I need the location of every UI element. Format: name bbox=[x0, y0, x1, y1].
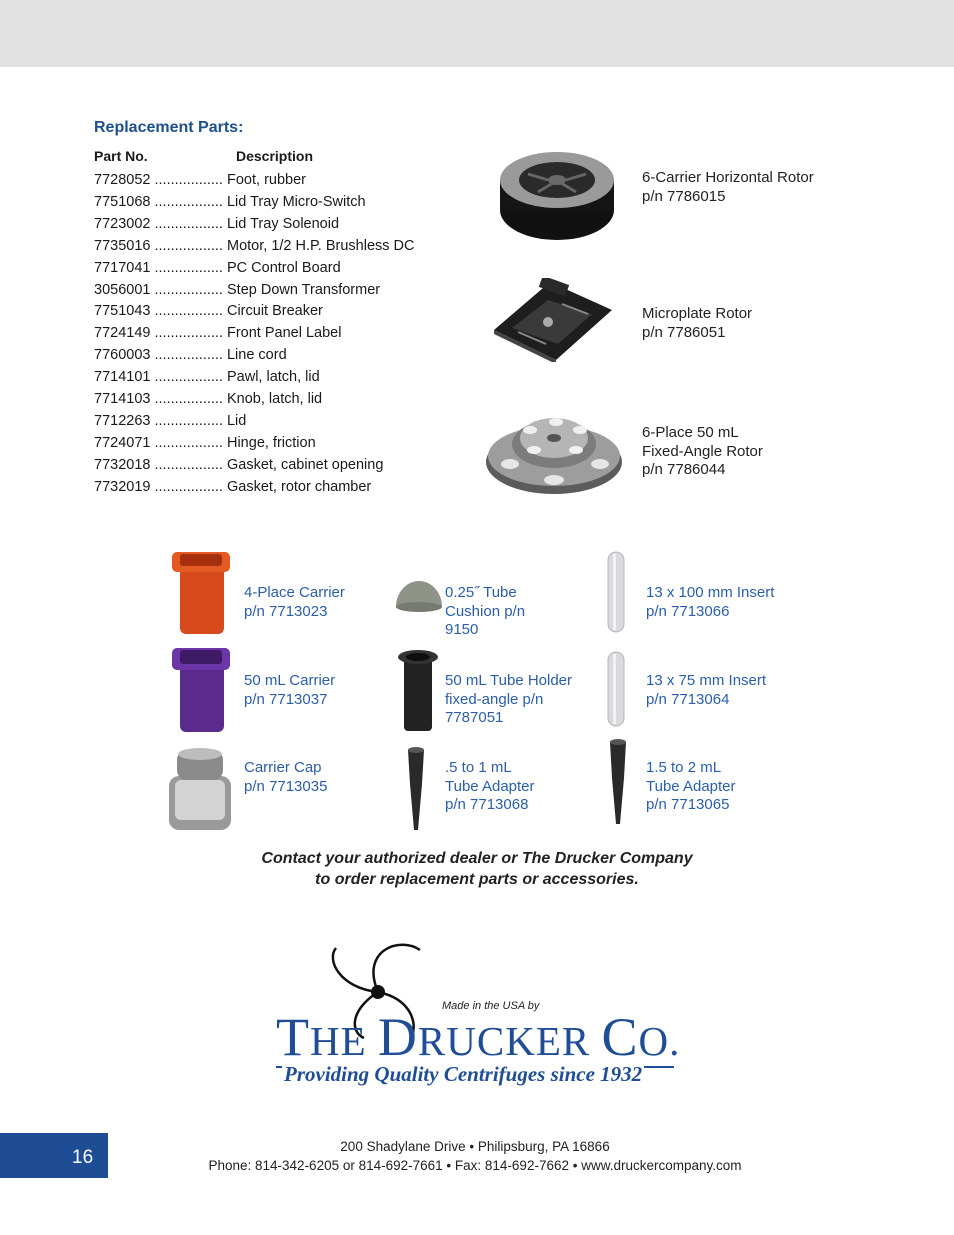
made-in-usa: Made in the USA by bbox=[442, 1000, 540, 1012]
parts-row: 7714103 ................. Knob, latch, l… bbox=[94, 391, 323, 408]
accessory-caption-line: fixed-angle p/n bbox=[445, 690, 544, 708]
accessory-caption-line: p/n 7713065 bbox=[646, 796, 730, 813]
rotor-caption-line: 6-Place 50 mL bbox=[642, 424, 739, 441]
accessory-caption: 0.25˝ Tube Cushion p/n 9150 bbox=[445, 584, 525, 640]
accessory-caption-line: Tube Adapter bbox=[445, 777, 535, 795]
orange-carrier-image bbox=[172, 552, 230, 634]
accessory-caption: Carrier Cap p/n 7713035 bbox=[244, 759, 327, 796]
contact-line: Contact your authorized dealer or The Dr… bbox=[261, 850, 693, 867]
accessory-caption-line: p/n 7713023 bbox=[244, 602, 328, 620]
parts-list: 7728052 ................. Foot, rubber 7… bbox=[94, 170, 415, 499]
accessory-caption-line: .5 to 1 mL bbox=[445, 759, 512, 776]
drucker-logo: Made in the USA by THE DRUCKER CO. Provi… bbox=[270, 938, 690, 1088]
accessory-caption-line: 1.5 to 2 mL bbox=[646, 759, 722, 776]
footer-contact-line: Phone: 814-342-6205 or 814-692-7661 • Fa… bbox=[208, 1158, 742, 1173]
accessory-caption-line: p/n 7713066 bbox=[646, 602, 730, 620]
rotor-caption-line: p/n 7786015 bbox=[642, 187, 726, 205]
accessory-caption-line: p/n 7713037 bbox=[244, 690, 328, 708]
accessory-caption-line: 7787051 bbox=[445, 709, 504, 726]
company-name-part: D bbox=[377, 1007, 418, 1067]
swirl-logo-icon bbox=[331, 943, 421, 1040]
page-number: 16 bbox=[72, 1147, 94, 1168]
horizontal-rotor-image bbox=[500, 152, 614, 240]
tube-adapter-05-image bbox=[408, 747, 424, 830]
rotor-caption-line: p/n 7786051 bbox=[642, 323, 726, 341]
parts-row: 7751043 ................. Circuit Breake… bbox=[94, 303, 323, 320]
fixed-angle-rotor-caption: 6-Place 50 mL Fixed-Angle Rotor p/n 7786… bbox=[642, 424, 763, 480]
tube-adapter-15-image bbox=[610, 739, 626, 824]
contact-notice: Contact your authorized dealer or The Dr… bbox=[0, 848, 954, 890]
company-name-part: HE bbox=[310, 1018, 378, 1064]
accessory-caption-line: 50 mL Carrier bbox=[244, 672, 336, 689]
microplate-rotor-image bbox=[494, 278, 612, 362]
insert-100mm-image bbox=[607, 551, 625, 633]
header-band bbox=[0, 0, 954, 67]
page-number-box: 16 bbox=[0, 1133, 108, 1178]
parts-row: 3056001 ................. Step Down Tran… bbox=[94, 281, 381, 298]
parts-row: 7735016 ................. Motor, 1/2 H.P… bbox=[94, 237, 415, 254]
parts-row: 7751068 ................. Lid Tray Micro… bbox=[94, 193, 366, 210]
parts-row: 7714101 ................. Pawl, latch, l… bbox=[94, 369, 320, 386]
accessory-caption: 1.5 to 2 mL Tube Adapter p/n 7713065 bbox=[646, 759, 736, 815]
accessory-caption: 13 x 75 mm Insert p/n 7713064 bbox=[646, 672, 766, 709]
contact-line: to order replacement parts or accessorie… bbox=[315, 871, 639, 888]
footer-address-line: 200 Shadylane Drive • Philipsburg, PA 16… bbox=[340, 1139, 610, 1154]
replacement-parts-title: Replacement Parts: bbox=[94, 119, 244, 136]
company-name: THE DRUCKER CO. bbox=[276, 1006, 680, 1068]
accessory-caption-line: 13 x 75 mm Insert bbox=[646, 672, 767, 689]
description-header: Description bbox=[236, 148, 314, 164]
horizontal-rotor-caption: 6-Carrier Horizontal Rotor p/n 7786015 bbox=[642, 169, 814, 206]
parts-row: 7728052 ................. Foot, rubber bbox=[94, 172, 306, 188]
parts-row: 7724071 ................. Hinge, frictio… bbox=[94, 434, 316, 451]
tube-cushion-image bbox=[396, 581, 442, 612]
accessory-caption-line: 50 mL Tube Holder bbox=[445, 672, 573, 689]
accessory-caption: 50 mL Carrier p/n 7713037 bbox=[244, 672, 335, 709]
footer-address: 200 Shadylane Drive • Philipsburg, PA 16… bbox=[150, 1137, 800, 1175]
accessory-caption: .5 to 1 mL Tube Adapter p/n 7713068 bbox=[445, 759, 535, 815]
accessory-caption: 4-Place Carrier p/n 7713023 bbox=[244, 584, 345, 621]
accessory-caption-line: 0.25˝ Tube bbox=[445, 584, 517, 601]
accessory-caption-line: 13 x 100 mm Insert bbox=[646, 584, 775, 601]
fixed-angle-rotor-image bbox=[486, 418, 622, 494]
accessory-caption-line: 9150 bbox=[445, 621, 479, 638]
accessory-caption-line: Carrier Cap bbox=[244, 759, 322, 776]
company-name-part: O. bbox=[638, 1018, 681, 1064]
company-name-part: C bbox=[601, 1007, 639, 1067]
parts-row: 7717041 ................. PC Control Boa… bbox=[94, 259, 341, 276]
rotor-caption-line: p/n 7786044 bbox=[642, 461, 726, 478]
parts-row: 7712263 ................. Lid bbox=[94, 412, 247, 429]
accessory-caption-line: Cushion p/n bbox=[445, 602, 526, 620]
accessory-caption: 50 mL Tube Holder fixed-angle p/n 778705… bbox=[445, 672, 572, 728]
purple-carrier-image bbox=[172, 648, 230, 732]
rotor-caption-line: 6-Carrier Horizontal Rotor bbox=[642, 169, 814, 186]
rotor-caption-line: Fixed-Angle Rotor bbox=[642, 442, 763, 460]
part-no-header: Part No. bbox=[94, 148, 148, 164]
company-tagline: Providing Quality Centrifuges since 1932 bbox=[282, 1062, 645, 1087]
company-name-part: T bbox=[276, 1007, 310, 1067]
insert-75mm-image bbox=[607, 651, 625, 727]
accessory-caption-line: p/n 7713035 bbox=[244, 777, 328, 795]
carrier-cap-image bbox=[169, 748, 231, 830]
accessory-caption-line: Tube Adapter bbox=[646, 777, 736, 795]
parts-row: 7760003 ................. Line cord bbox=[94, 347, 287, 364]
parts-row: 7724149 ................. Front Panel La… bbox=[94, 325, 342, 342]
accessory-caption-line: p/n 7713068 bbox=[445, 796, 529, 813]
microplate-rotor-caption: Microplate Rotor p/n 7786051 bbox=[642, 305, 752, 342]
parts-row: 7732019 ................. Gasket, rotor … bbox=[94, 478, 372, 495]
parts-row: 7723002 ................. Lid Tray Solen… bbox=[94, 215, 340, 232]
tube-holder-image bbox=[398, 650, 438, 731]
parts-row: 7732018 ................. Gasket, cabine… bbox=[94, 456, 384, 473]
rotor-caption-line: Microplate Rotor bbox=[642, 305, 753, 322]
company-name-part: RUCKER bbox=[417, 1018, 602, 1064]
accessory-caption-line: p/n 7713064 bbox=[646, 690, 730, 708]
accessory-caption: 13 x 100 mm Insert p/n 7713066 bbox=[646, 584, 774, 621]
accessory-caption-line: 4-Place Carrier bbox=[244, 584, 345, 601]
